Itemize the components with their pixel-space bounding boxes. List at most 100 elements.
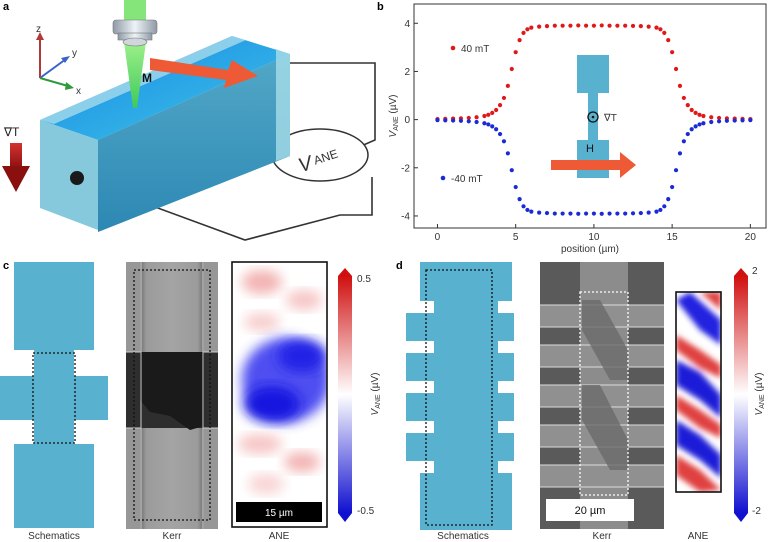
axis-x-label: x [76,86,81,97]
kerr-image-c [126,262,218,529]
y-tick-label: 2 [404,67,410,78]
data-point [685,103,690,108]
kerr-image-d: 20 µm [540,262,664,529]
data-point [689,127,694,132]
data-point [497,103,503,108]
data-point [583,211,589,216]
panel-a: a z y x V ANE [2,0,376,241]
data-point [685,131,690,137]
data-point [599,23,604,28]
kerr-roi-box [133,269,211,521]
x-tick-label: 20 [745,232,757,243]
roi-box-d [425,269,493,526]
colorbar-c-label: VANE (µV) [370,373,382,416]
data-point [435,117,440,123]
data-point [466,119,471,124]
plot-frame [413,3,767,229]
colorbar-c-max: 0.5 [357,274,371,285]
data-point [513,50,518,55]
data-point [513,184,518,190]
x-axis-label: position (µm) [561,244,619,255]
colorbar-d-label: VANE (µV) [754,373,766,416]
data-point [697,112,702,117]
scalebar-c-label: 15 µm [265,508,293,519]
scalebar-d [546,499,634,521]
data-point [529,209,534,214]
y-axis-label: VANE (µV) [388,95,400,138]
x-tick-label: 5 [513,232,519,243]
data-point [709,115,714,120]
data-point [560,23,565,28]
data-point [615,211,620,216]
data-point [466,115,471,121]
data-point [654,209,659,214]
data-point [662,204,667,209]
data-point [537,210,542,215]
voltmeter: V ANE [271,128,369,182]
gradient-label: ∇T [3,125,20,139]
legend-marker-neg [440,175,446,181]
data-point [654,25,659,30]
data-point [623,23,628,28]
data-point [677,83,683,88]
data-point [552,211,557,216]
y-tick-label: 0 [404,115,410,126]
data-point [716,119,722,124]
data-point [474,119,479,125]
data-point [568,211,573,216]
data-point [646,24,651,29]
inset-gradient-label: ∇T [603,113,617,124]
data-point [697,122,702,127]
data-point [486,112,491,117]
data-point [537,24,542,29]
magnetization-arrow: M [142,58,258,88]
schematic-multiarm [406,262,514,530]
caption-ane-c: ANE [269,531,290,542]
colorbar-c: 0.5 -0.5 VANE (µV) [338,268,382,522]
data-point [568,23,573,28]
data-point [525,27,530,32]
data-point [709,119,714,125]
data-point [701,121,706,126]
data-point [509,168,514,173]
data-point [673,66,679,72]
data-point [490,124,495,129]
data-point [517,196,522,202]
data-point [630,23,636,29]
colorbar-c-min: -0.5 [357,506,375,517]
caption-kerr-c: Kerr [163,531,183,542]
data-point [689,107,694,113]
data-point [494,107,499,113]
ane-map-c: 15 µm [231,261,328,528]
colorbar-d: 2 -2 VANE (µV) [734,266,766,522]
data-point [576,211,581,216]
data-point [646,210,651,215]
data-point [517,38,522,43]
data-point [666,38,671,43]
data-point [677,151,683,156]
data-point [482,113,487,119]
data-point [599,211,604,216]
data-point [658,27,663,32]
data-point [638,210,643,216]
ane-map-d [675,291,722,493]
laser-beam [124,0,146,108]
data-point [576,23,581,28]
data-point [544,24,550,29]
data-point [638,24,643,29]
data-point [607,211,612,216]
out-of-plane-icon [587,111,599,123]
data-point [630,211,636,216]
scalebar-d-label: 20 µm [575,505,606,517]
data-point [740,118,745,123]
data-point [443,118,448,123]
data-point [509,66,514,72]
data-point [662,30,667,36]
magnetization-label: M [142,71,152,85]
y-tick-label: 4 [404,19,410,30]
panel-d: d Schematics [396,260,766,542]
data-point [560,211,565,216]
